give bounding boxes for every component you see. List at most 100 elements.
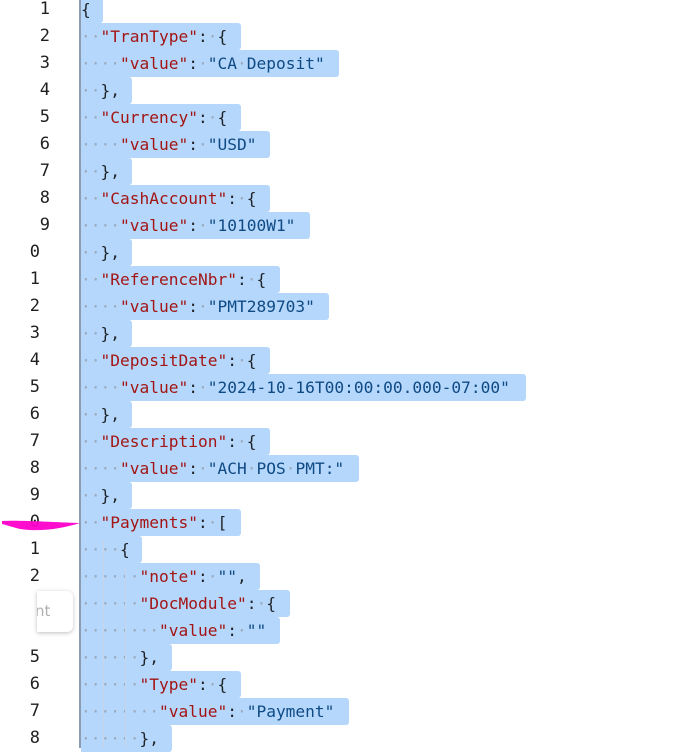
selection-highlight [81, 347, 270, 374]
json-key: "value" [158, 621, 228, 640]
code-line[interactable]: ··}, [81, 320, 120, 347]
whitespace-marker: · [197, 216, 208, 235]
selection-highlight [81, 104, 241, 131]
json-string: POS [256, 459, 286, 478]
code-line[interactable]: ····"value":·"10100W1" [81, 212, 295, 239]
code-line[interactable]: ··"Currency":·{ [81, 104, 227, 131]
json-punctuation: { [246, 351, 257, 370]
code-line[interactable]: ····{ [81, 536, 130, 563]
whitespace-marker: · [236, 54, 247, 73]
whitespace-marker: · [197, 297, 208, 316]
json-key: "value" [158, 702, 228, 721]
selection-highlight [81, 185, 270, 212]
json-punctuation: { [266, 594, 276, 613]
whitespace-marker: ···· [81, 459, 120, 478]
whitespace-marker: · [246, 270, 257, 289]
whitespace-marker: ·· [81, 486, 101, 505]
whitespace-marker: ········ [81, 702, 159, 721]
whitespace-marker: · [207, 513, 218, 532]
whitespace-marker: · [207, 675, 218, 694]
json-key: "Description" [100, 432, 228, 451]
code-line[interactable]: ····"value":·"USD" [81, 131, 256, 158]
json-punctuation: }, [100, 324, 121, 343]
json-string: "10100W1" [207, 216, 296, 235]
line-number: 0 [29, 242, 40, 262]
highlighter-annotation-mark [2, 520, 80, 531]
code-line[interactable]: ······}, [81, 644, 159, 671]
line-number: 7 [39, 161, 50, 181]
selection-highlight [81, 23, 241, 50]
whitespace-marker: ···· [81, 378, 120, 397]
json-punctuation: }, [139, 648, 159, 667]
code-line[interactable]: ··"CashAccount":·{ [81, 185, 256, 212]
json-punctuation: : [197, 513, 208, 532]
json-punctuation: : [197, 675, 208, 694]
whitespace-marker: ·· [81, 243, 101, 262]
code-line[interactable]: ······"DocModule":·{ [81, 590, 276, 617]
whitespace-marker: ···· [81, 54, 120, 73]
json-punctuation: : [197, 567, 208, 586]
code-line[interactable]: ······}, [81, 725, 159, 752]
code-line[interactable]: ······"Type":·{ [81, 671, 227, 698]
code-area[interactable]: {··"TranType":·{····"value":·"CA·Deposit… [81, 0, 681, 752]
code-line[interactable]: ··"ReferenceNbr":·{ [81, 266, 266, 293]
json-key: "Type" [139, 675, 198, 694]
whitespace-marker: · [207, 108, 218, 127]
line-number [0, 590, 40, 617]
json-punctuation: }, [100, 81, 121, 100]
json-punctuation: { [217, 27, 228, 46]
selection-highlight [81, 293, 329, 320]
whitespace-marker: · [197, 459, 208, 478]
line-number: 8 [39, 188, 50, 208]
json-punctuation: : [197, 27, 208, 46]
whitespace-marker: · [285, 459, 296, 478]
code-line[interactable]: ····"value":·"PMT289703" [81, 293, 315, 320]
gutter-divider [79, 0, 81, 748]
json-key: "value" [119, 135, 189, 154]
code-line[interactable]: ··"Description":·{ [81, 428, 256, 455]
code-line[interactable]: ····"value":·"2024-10-16T00:00:00.000-07… [81, 374, 510, 401]
whitespace-marker: ·· [81, 162, 101, 181]
code-line[interactable]: ····"value":·"ACH·POS·PMT:" [81, 455, 344, 482]
code-line[interactable]: ··}, [81, 482, 120, 509]
selection-highlight [81, 320, 132, 347]
code-line[interactable]: ····"value":·"CA·Deposit" [81, 50, 325, 77]
code-line[interactable]: ··}, [81, 77, 120, 104]
code-line[interactable]: ··"TranType":·{ [81, 23, 227, 50]
whitespace-marker: · [207, 567, 218, 586]
selection-highlight [81, 644, 172, 671]
whitespace-marker: ·· [81, 324, 101, 343]
code-line[interactable]: { [81, 0, 91, 23]
code-line[interactable]: ··}, [81, 158, 120, 185]
whitespace-marker: ·· [81, 351, 101, 370]
whitespace-marker: ···· [81, 297, 120, 316]
selection-highlight [81, 50, 339, 77]
code-line[interactable]: ··}, [81, 401, 120, 428]
line-number: 6 [29, 674, 40, 694]
code-line[interactable]: ······"note":·"", [81, 563, 247, 590]
whitespace-marker: ·· [81, 189, 101, 208]
code-line[interactable]: ··"Payments":·[ [81, 509, 227, 536]
line-number: 1 [29, 269, 40, 289]
floating-hint-tooltip[interactable]: nt [37, 591, 73, 632]
json-punctuation: { [256, 270, 267, 289]
whitespace-marker: ·· [81, 513, 101, 532]
whitespace-marker: ·· [81, 405, 101, 424]
json-string: "PMT289703" [207, 297, 315, 316]
whitespace-marker: · [236, 351, 247, 370]
json-key: "Currency" [100, 108, 198, 127]
whitespace-marker: · [197, 378, 208, 397]
line-number: 2 [29, 296, 40, 316]
json-punctuation: { [217, 675, 228, 694]
json-punctuation: { [81, 0, 91, 19]
code-line[interactable]: ········"value":·"Payment" [81, 698, 334, 725]
selection-highlight [81, 590, 290, 617]
code-line[interactable]: ··"DepositDate":·{ [81, 347, 256, 374]
code-line[interactable]: ··}, [81, 239, 120, 266]
line-number: 2 [29, 566, 40, 586]
whitespace-marker: ···· [81, 540, 120, 559]
line-number: 4 [29, 350, 40, 370]
json-punctuation: }, [139, 729, 159, 748]
code-line[interactable]: ········"value":·"" [81, 617, 266, 644]
